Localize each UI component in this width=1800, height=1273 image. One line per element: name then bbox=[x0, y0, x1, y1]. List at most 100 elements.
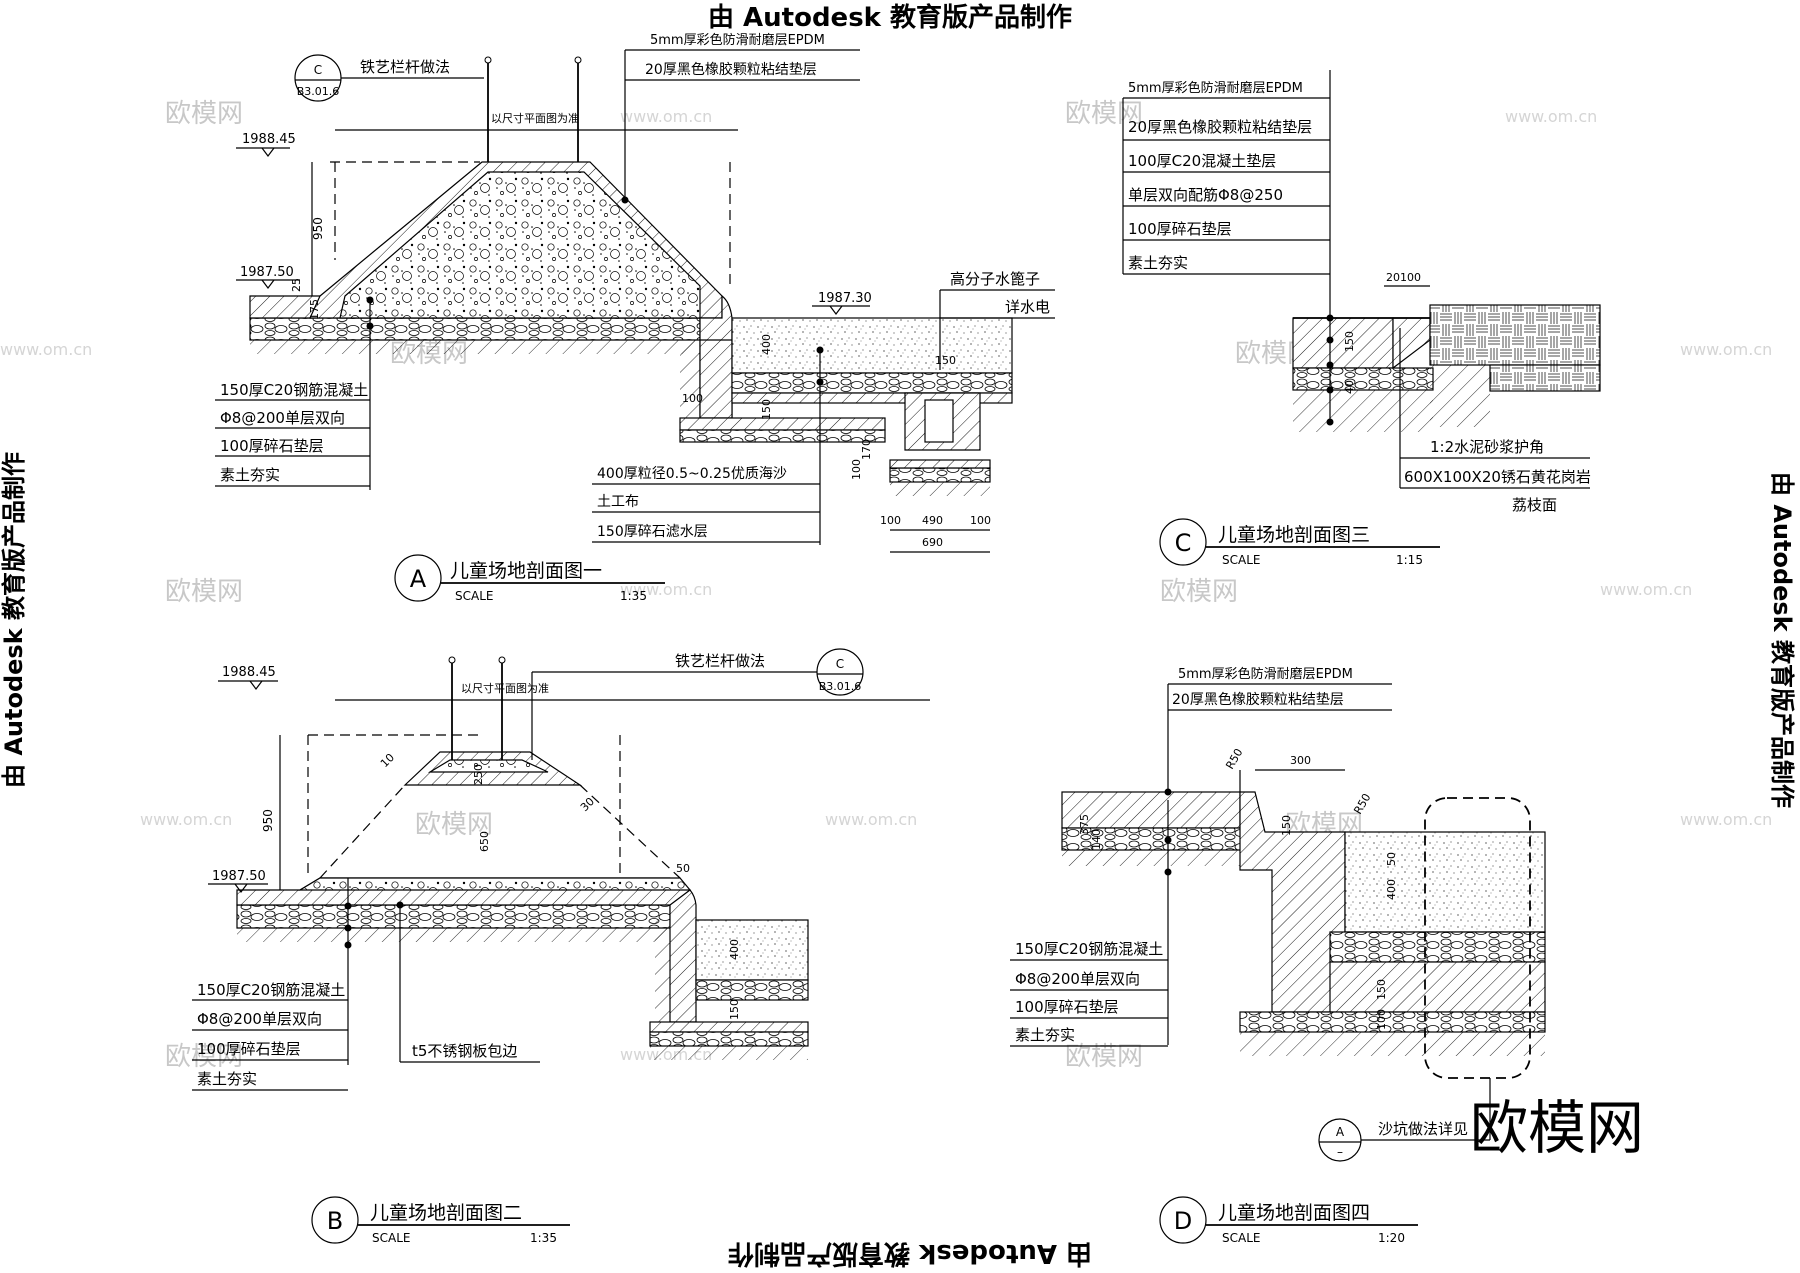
drain-2: 详水电 bbox=[1005, 298, 1050, 316]
scale-label: SCALE bbox=[372, 1231, 410, 1245]
dim-175: 175 bbox=[308, 299, 321, 320]
scale-label: SCALE bbox=[1222, 553, 1260, 567]
layer-label: 150厚C20钢筋混凝土 bbox=[197, 981, 345, 999]
railing-label: 铁艺栏杆做法 bbox=[675, 652, 765, 670]
gravel-layer bbox=[249, 317, 701, 341]
top-pad-core bbox=[427, 759, 549, 773]
layer-label: 400厚粒径0.5~0.25优质海沙 bbox=[597, 466, 787, 482]
dim-400: 400 bbox=[1385, 879, 1398, 900]
dim-20100: 20100 bbox=[1386, 271, 1421, 284]
granite-paving bbox=[1429, 304, 1601, 366]
dim-150b: 150 bbox=[1375, 979, 1388, 1000]
mortar-label: 1:2水泥砂浆护角 bbox=[1430, 438, 1544, 456]
steel-edge-label: t5不锈钢板包边 bbox=[412, 1042, 517, 1060]
dim-50: 50 bbox=[676, 862, 690, 875]
slab-top bbox=[297, 877, 692, 891]
site-url-wm: www.om.cn bbox=[620, 107, 712, 126]
section-circle[interactable] bbox=[1159, 1196, 1207, 1244]
layer-label: 素土夯实 bbox=[197, 1070, 257, 1088]
leader-dot bbox=[366, 296, 374, 304]
railing-cap bbox=[484, 56, 492, 64]
elev-marker bbox=[261, 279, 275, 289]
leader-dot bbox=[1164, 836, 1172, 844]
surface-1: 5mm厚彩色防滑耐磨层EPDM bbox=[650, 32, 825, 48]
ref-bottom: B3.01.6 bbox=[297, 85, 340, 98]
dim-400: 400 bbox=[760, 334, 773, 355]
slab-hatch bbox=[1292, 317, 1394, 369]
dim-375: 375 bbox=[1078, 814, 1091, 835]
dim-40: 40 bbox=[1343, 380, 1356, 394]
leader-dot bbox=[1326, 336, 1334, 344]
granite-paving-2 bbox=[1489, 364, 1601, 392]
drain-gravel bbox=[889, 467, 991, 483]
drain-slot bbox=[924, 399, 954, 443]
geotextile bbox=[731, 392, 1013, 404]
drain-soil bbox=[890, 482, 990, 496]
dim-490: 490 bbox=[922, 514, 943, 527]
layer-label: 100厚C20混凝土垫层 bbox=[1128, 152, 1276, 170]
elev-marker bbox=[249, 680, 263, 690]
surface-1: 5mm厚彩色防滑耐磨层EPDM bbox=[1178, 666, 1353, 682]
ref-bottom: – bbox=[1337, 1145, 1343, 1159]
leader-dot bbox=[366, 322, 374, 330]
site-logo-wm: 欧模网 bbox=[415, 810, 493, 840]
leader-dot bbox=[621, 196, 629, 204]
gravel-layer bbox=[1292, 367, 1434, 391]
railing-cap bbox=[498, 656, 506, 664]
layer-label: Φ8@200单层双向 bbox=[220, 409, 345, 427]
wall-soil bbox=[655, 920, 670, 1025]
surface-2: 20厚黑色橡胶颗粒粘结垫层 bbox=[1172, 691, 1344, 708]
dim-400: 400 bbox=[728, 939, 741, 960]
soil-hatch bbox=[250, 340, 715, 354]
leader-dot bbox=[1164, 868, 1172, 876]
dim-140: 140 bbox=[1090, 829, 1103, 850]
elev-right: 1987.30 bbox=[818, 291, 872, 306]
section-circle[interactable] bbox=[1159, 518, 1207, 566]
section-circle[interactable] bbox=[394, 554, 442, 602]
site-url-wm: www.om.cn bbox=[0, 340, 92, 359]
section-letter: A bbox=[410, 565, 427, 593]
site-logo-wm: 欧模网 bbox=[1160, 577, 1238, 607]
leader-dot bbox=[396, 901, 404, 909]
dim-10: 10 bbox=[378, 751, 397, 770]
watermark-top: 由 Autodesk 教育版产品制作 bbox=[708, 2, 1072, 33]
layer-label: 单层双向配筋Φ8@250 bbox=[1128, 186, 1283, 204]
slab-upper bbox=[1061, 791, 1241, 829]
site-logo-wm: 欧模网 bbox=[165, 99, 243, 129]
elev-left: 1987.50 bbox=[212, 869, 266, 884]
site-url-wm: www.om.cn bbox=[1505, 107, 1597, 126]
plan-note: 以尺寸平面图为准 bbox=[491, 111, 579, 125]
base-soil bbox=[650, 1046, 808, 1060]
dim-100d: 100 bbox=[970, 514, 991, 527]
surface-2: 20厚黑色橡胶颗粒粘结垫层 bbox=[645, 61, 817, 78]
section-title: 儿童场地剖面图三 bbox=[1218, 524, 1370, 546]
dim-50: 50 bbox=[1385, 852, 1398, 866]
wall-lower bbox=[699, 339, 733, 419]
section-c: 20100 150 40 5mm厚彩色防滑耐磨层EPDM 20厚黑色橡胶颗粒粘结… bbox=[1122, 70, 1601, 567]
layer-label: 20厚黑色橡胶颗粒粘结垫层 bbox=[1128, 118, 1312, 136]
soil-upper bbox=[1062, 850, 1262, 866]
elev-top: 1988.45 bbox=[242, 132, 296, 147]
site-url-wm: www.om.cn bbox=[140, 810, 232, 829]
section-b: 以尺寸平面图为准 1988.45 1987.50 950 250 650 10 … bbox=[192, 648, 930, 1245]
dim-100: 100 bbox=[1375, 1009, 1388, 1030]
section-title: 儿童场地剖面图四 bbox=[1218, 1202, 1370, 1224]
base-strip bbox=[679, 417, 886, 431]
dim-150: 150 bbox=[728, 999, 741, 1020]
ref-bottom: B3.01.6 bbox=[819, 680, 862, 693]
site-url-wm: www.om.cn bbox=[620, 580, 712, 599]
section-circle[interactable] bbox=[311, 1196, 359, 1244]
edge-mortar bbox=[1392, 317, 1431, 370]
dim-650: 650 bbox=[478, 831, 491, 852]
base-soil bbox=[1240, 1032, 1545, 1056]
leader-dot bbox=[344, 941, 352, 949]
scale-value: 1:15 bbox=[1396, 553, 1423, 567]
elev-marker bbox=[261, 147, 275, 157]
ref-top: C bbox=[314, 63, 322, 77]
site-url-wm: www.om.cn bbox=[825, 810, 917, 829]
dim-150-drain: 150 bbox=[935, 354, 956, 367]
section-a: 以尺寸平面图为准 1988.45 1987.50 1987.30 950 25 … bbox=[215, 32, 1055, 603]
layer-label: 150厚碎石滤水层 bbox=[597, 524, 708, 540]
soil-hatch bbox=[1293, 390, 1433, 432]
